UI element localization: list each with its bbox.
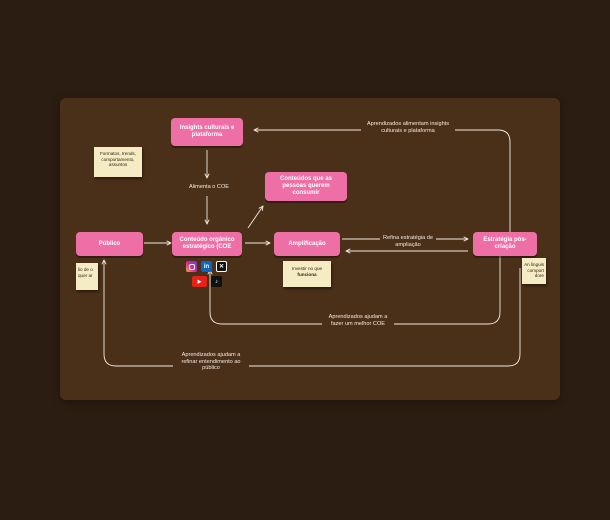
node-publico-label: Público	[98, 240, 121, 247]
node-conteudos[interactable]: Conteúdos que as pessoas querem consumir	[265, 172, 347, 201]
instagram-icon[interactable]	[186, 261, 197, 272]
arrow-estrategia-to-insights	[254, 130, 511, 232]
sticky-note-publico: lio de o quer ar	[76, 263, 98, 290]
node-estrategia-label: Estratégia pós-criação	[483, 237, 527, 250]
label-aprendizados-publico: Aprendizados ajudam a refinar entendimen…	[173, 352, 249, 372]
label-refina-estrategia: Refina estratégia de ampliação	[380, 235, 436, 249]
sticky-note-amplificacao-bold: funciona	[297, 271, 317, 277]
x-icon[interactable]: ✕	[216, 261, 227, 272]
node-amplificacao[interactable]: Amplificação	[274, 232, 340, 256]
sticky-note-formatos: Formatos, trends, comportamento, assunto…	[94, 147, 142, 177]
label-aprendizados-alimentam: Aprendizados alimentam insights culturai…	[361, 121, 455, 135]
node-estrategia[interactable]: Estratégia pós-criação	[473, 232, 537, 256]
node-coe-label: Conteúdo orgânico estratégico (COE	[179, 237, 235, 250]
sticky-note-estrategia: An linguis comport dore	[522, 258, 546, 284]
node-insights-culturais[interactable]: Insights culturais e plataforma	[171, 118, 243, 146]
node-publico[interactable]: Público	[76, 232, 143, 256]
node-conteudos-label: Conteúdos que as pessoas querem consumir	[279, 176, 332, 196]
node-insights-culturais-label: Insights culturais e plataforma	[179, 125, 235, 138]
sticky-note-amplificacao-text: Investir no que	[291, 266, 323, 271]
arrow-coe-to-conteudos	[247, 206, 263, 229]
tiktok-icon[interactable]: ♪	[211, 276, 222, 287]
linkedin-icon[interactable]: in	[201, 261, 212, 272]
sticky-note-publico-text: lio de o quer ar	[78, 267, 93, 278]
label-alimenta-coe: Alimenta o COE	[177, 184, 241, 191]
node-coe[interactable]: Conteúdo orgânico estratégico (COE	[172, 232, 242, 256]
node-amplificacao-label: Amplificação	[288, 240, 326, 247]
sticky-note-formatos-text: Formatos, trends, comportamento, assunto…	[100, 151, 136, 168]
label-aprendizados-coe: Aprendizados ajudam a fazer um melhor CO…	[322, 314, 394, 328]
sticky-note-amplificacao: Investir no que funciona	[283, 261, 331, 287]
sticky-note-estrategia-text: An linguis comport dore	[524, 262, 544, 279]
arrow-estrategia-to-publico	[104, 260, 521, 367]
youtube-icon[interactable]: ▶	[192, 276, 207, 287]
diagram-board: Insights culturais e plataforma Público …	[60, 98, 560, 400]
